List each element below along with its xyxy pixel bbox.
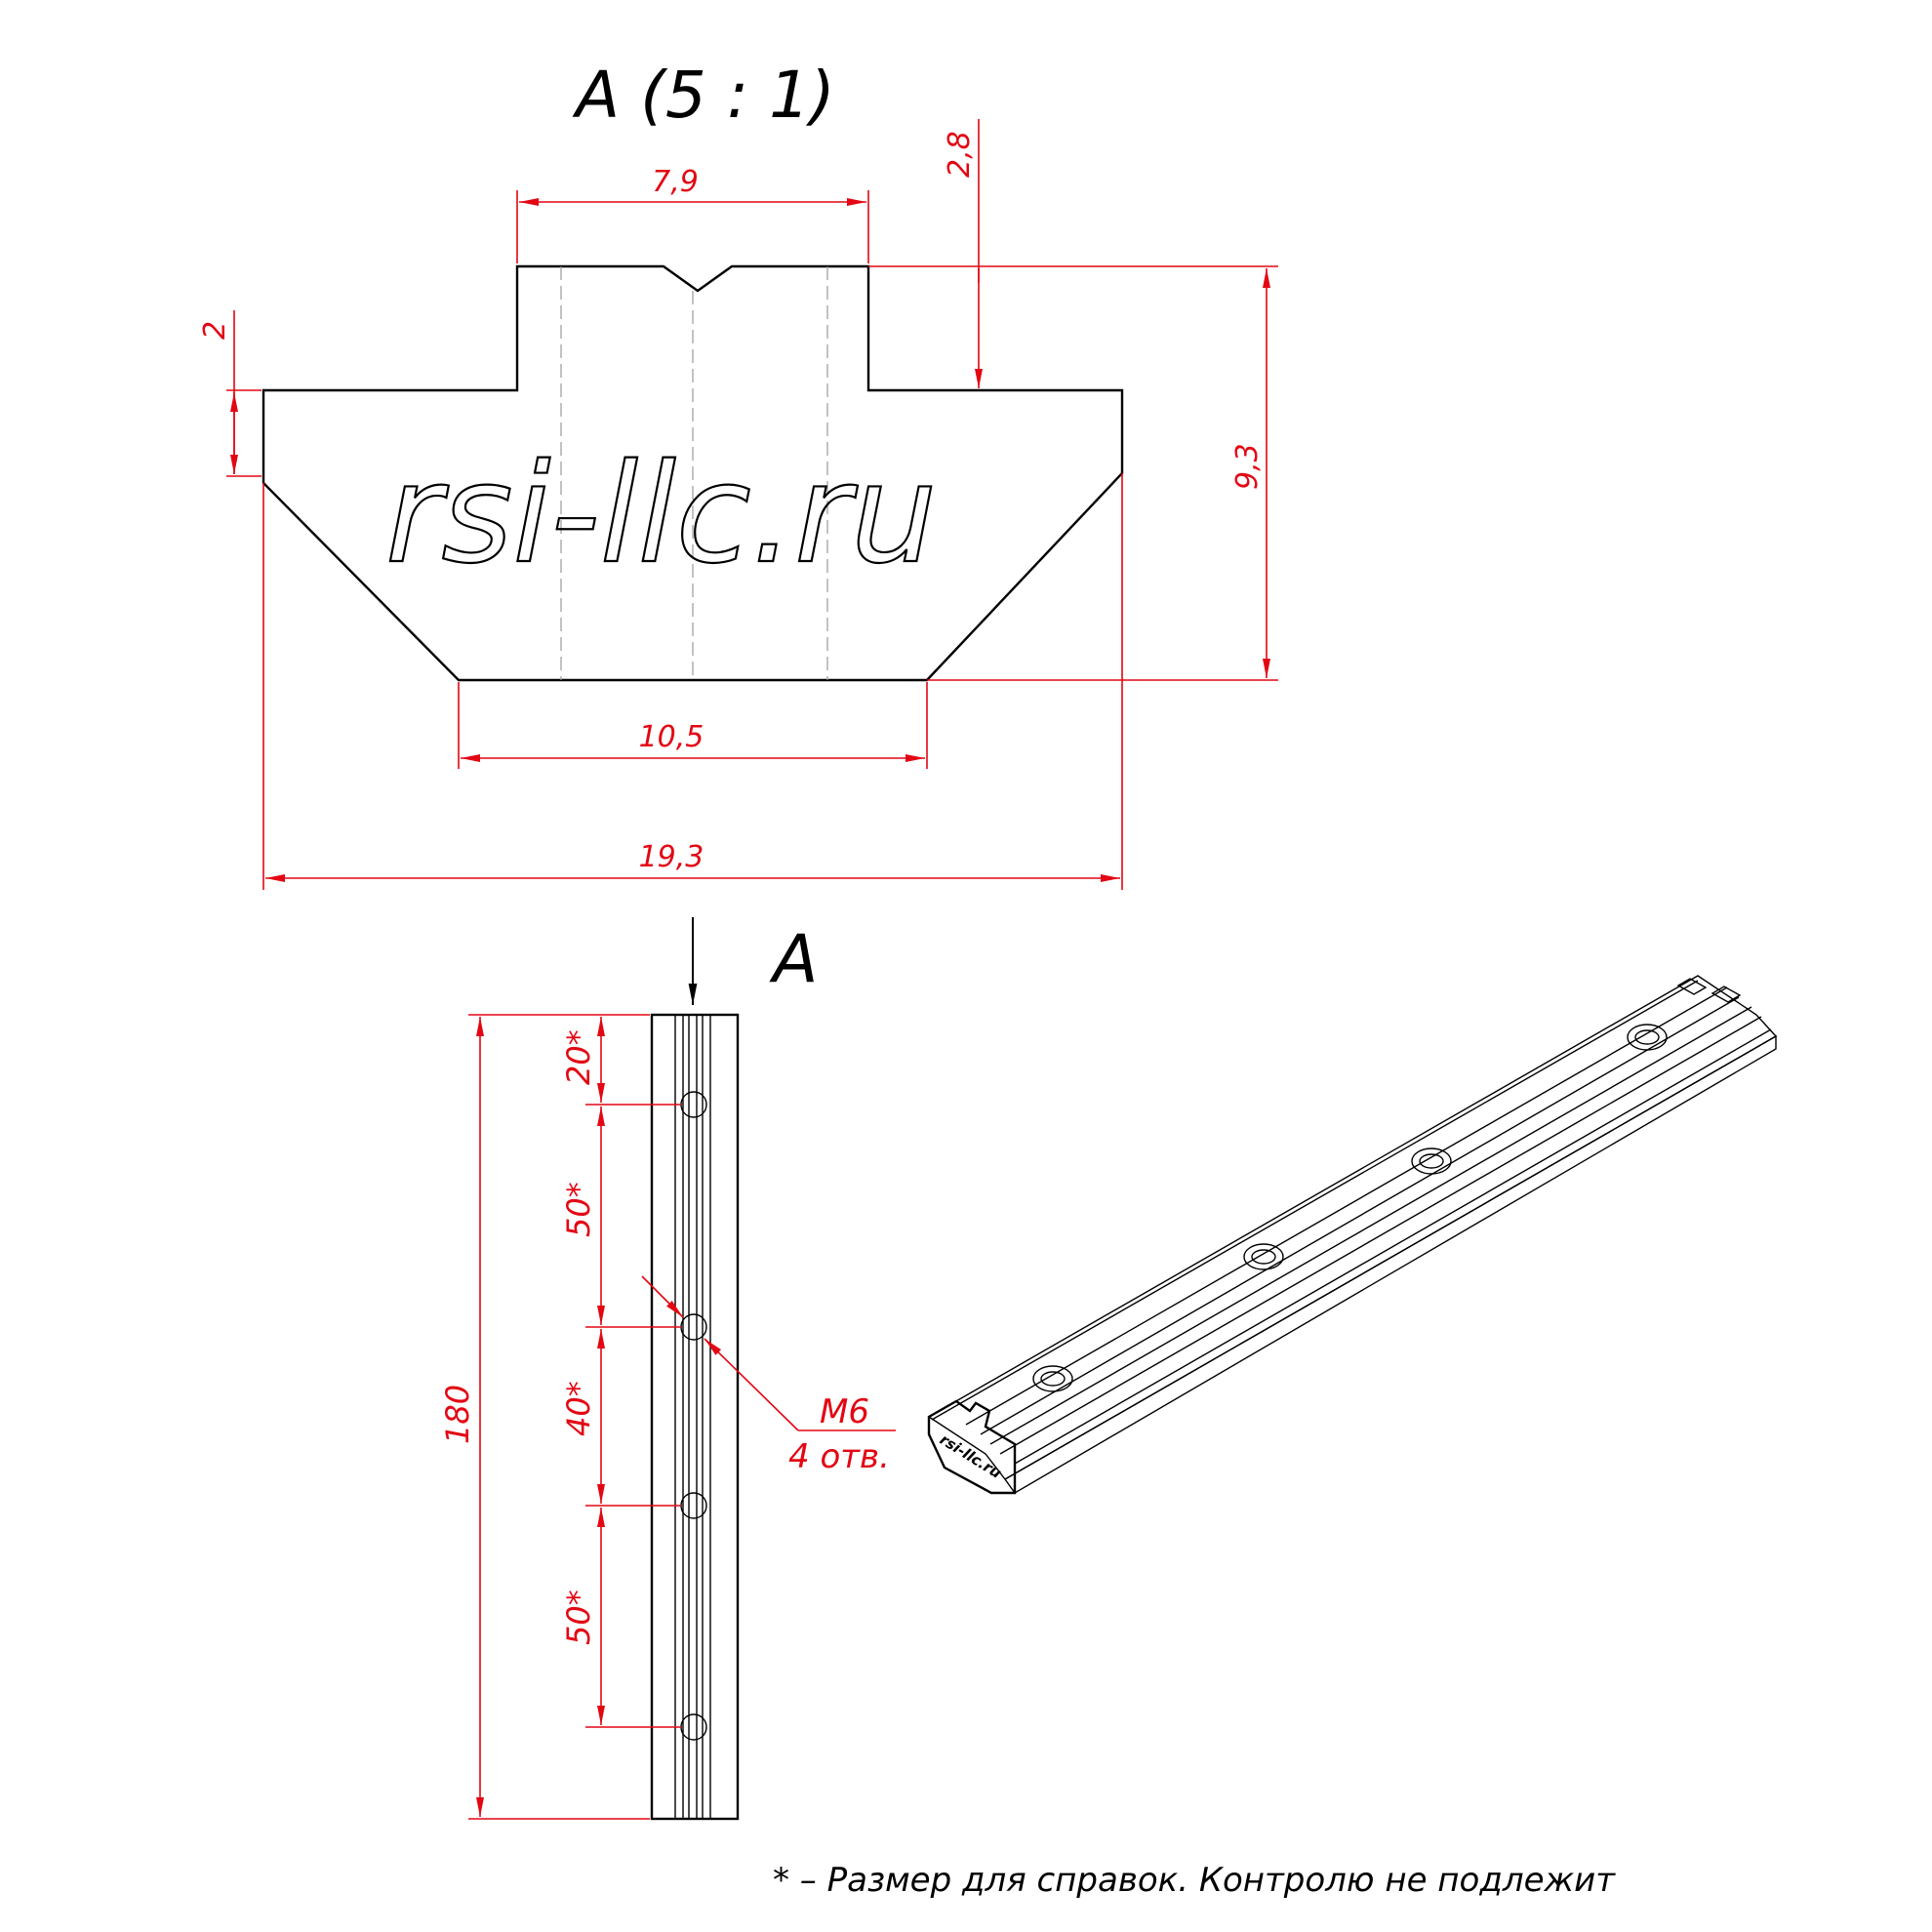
dim-label-top-step: 2,8	[943, 131, 977, 178]
iso-hole-3	[1411, 1147, 1452, 1175]
dim-label-pitch-3: 40*	[560, 1381, 597, 1436]
dim-label-flange-height: 2	[198, 321, 232, 340]
dim-label-overall-width: 19,3	[639, 840, 704, 874]
iso-end-face	[927, 1399, 1017, 1495]
thread-count-label: 4 отв.	[788, 1437, 890, 1476]
isometric-view: rsi-llc.ru	[927, 975, 1778, 1495]
footnote: * – Размер для справок. Контролю не подл…	[773, 1861, 1616, 1900]
dim-label-bottom-width: 10,5	[639, 720, 704, 754]
dim-label-pitch-2: 50*	[560, 1182, 597, 1237]
dim-label-top-width: 7,9	[652, 165, 699, 199]
thread-size-label: M6	[820, 1392, 869, 1431]
section-title: A (5 : 1)	[572, 58, 835, 133]
section-watermark: rsi-llc.ru	[385, 435, 937, 594]
section-profile-outline	[262, 264, 1124, 682]
dim-label-total-height: 9,3	[1230, 443, 1265, 490]
iso-hole-2	[1243, 1243, 1284, 1270]
dim-label-pitch-4: 50*	[560, 1590, 597, 1645]
iso-hole-4	[1627, 1024, 1668, 1051]
dim-label-length: 180	[439, 1385, 476, 1444]
thread-leader-line	[641, 1275, 684, 1318]
iso-watermark: rsi-llc.ru	[937, 1430, 1005, 1482]
view-marker-label: A	[769, 921, 819, 998]
iso-hole-1	[1032, 1365, 1073, 1392]
dim-label-pitch-1: 20*	[560, 1029, 597, 1085]
bar-outline	[650, 1013, 740, 1821]
